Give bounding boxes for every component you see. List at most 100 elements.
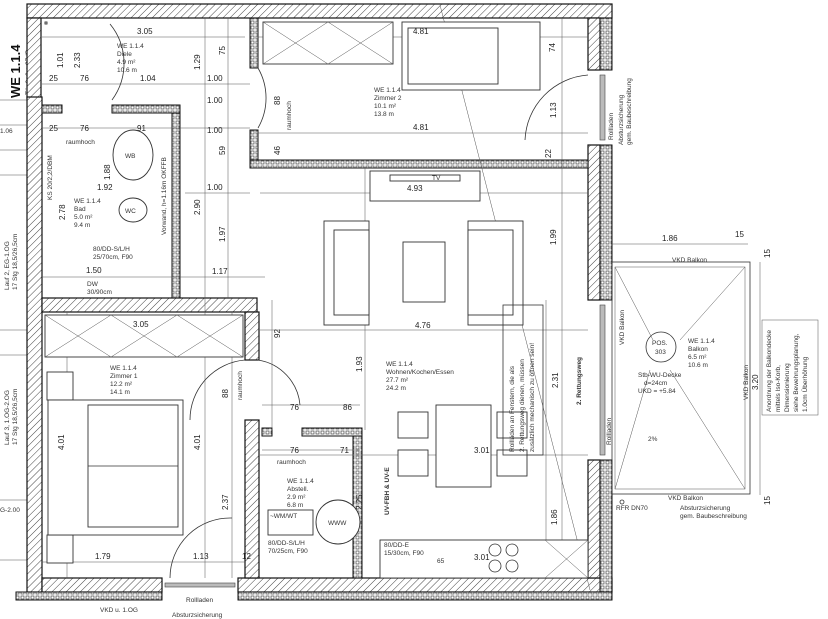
- svg-text:88: 88: [273, 96, 282, 105]
- absturz-label: Absturzsicherung: [618, 94, 625, 145]
- shaft-label: 80/DD-S/L/H: [268, 540, 305, 547]
- stair-lauf2-steps: 17 Stg 18,5/26,5cm: [12, 234, 19, 290]
- svg-text:24.2 m: 24.2 m: [386, 385, 406, 392]
- pos-number: 303: [655, 349, 666, 356]
- slope-label: 2%: [648, 436, 658, 443]
- svg-text:75: 75: [218, 46, 227, 55]
- wardrobe: [262, 21, 394, 65]
- washer-dryer-label: ~WM/WT: [270, 513, 297, 520]
- svg-text:2.31: 2.31: [551, 372, 560, 388]
- svg-text:1.04: 1.04: [140, 74, 156, 83]
- dw-label: 30/90cm: [87, 289, 112, 296]
- svg-text:WE 1.1.4: WE 1.1.4: [386, 361, 413, 368]
- rollladen-warning-box: Rollläden an Fenstern, die als 2. Rettun…: [502, 304, 544, 456]
- svg-text:2.90: 2.90: [193, 199, 202, 215]
- svg-text:WE 1.1.4: WE 1.1.4: [374, 87, 401, 94]
- slab-label: Stb-WU-Decke: [638, 372, 682, 379]
- exterior-walls: [15, 3, 613, 601]
- svg-text:Anordnung der Balkondecke: Anordnung der Balkondecke: [766, 330, 773, 412]
- tv-label: TV: [432, 175, 441, 182]
- svg-text:92: 92: [273, 329, 282, 338]
- svg-text:Rollläden an Fenstern, die als: Rollläden an Fenstern, die als: [509, 365, 516, 452]
- pos-label: POS.: [652, 340, 668, 347]
- svg-text:86: 86: [343, 403, 352, 412]
- svg-text:1.00: 1.00: [207, 126, 223, 135]
- svg-text:2.37: 2.37: [221, 494, 230, 510]
- svg-text:25: 25: [49, 124, 58, 133]
- svg-text:46: 46: [273, 146, 282, 155]
- svg-text:zusätzlich mechanisch zu öffne: zusätzlich mechanisch zu öffnen sein!: [529, 343, 536, 452]
- vkd-balkon-label: VKD Balkon: [619, 310, 626, 345]
- absturz-label: Absturzsicherung: [680, 505, 731, 512]
- rollladen-label: Rollladen: [608, 113, 615, 140]
- svg-text:mittels Iso-Korb,: mittels Iso-Korb,: [775, 365, 782, 412]
- balcony: [611, 261, 819, 505]
- svg-text:1.29: 1.29: [193, 54, 202, 70]
- svg-text:2.33: 2.33: [73, 52, 82, 68]
- rollladen-label: Rollladen: [186, 597, 213, 604]
- dining-table: [435, 404, 492, 488]
- svg-text:2.78: 2.78: [58, 204, 67, 220]
- shaft-label: 70/25cm, F90: [268, 548, 308, 555]
- shaft-label: 80/DD-E: [384, 542, 410, 549]
- svg-text:4.76: 4.76: [415, 321, 431, 330]
- shaft-label: 25/70cm, F90: [93, 254, 133, 261]
- vkd-balkon-label: VKD Balkon: [672, 257, 707, 264]
- svg-text:4.01: 4.01: [193, 434, 202, 450]
- svg-text:Zimmer 2: Zimmer 2: [374, 95, 402, 102]
- svg-text:10.1 m²: 10.1 m²: [374, 103, 397, 110]
- level-label: 1.06: [0, 128, 13, 135]
- svg-text:4.81: 4.81: [413, 27, 429, 36]
- dimension-texts: 3.05 25 76 1.04 1.00 1.00 1.00 1.00 75 1…: [49, 27, 772, 562]
- svg-text:Dimensionierung: Dimensionierung: [784, 363, 791, 412]
- dimension-lines: [42, 4, 761, 591]
- dw-label: DW: [87, 281, 99, 288]
- rfr-label: RFR DN70: [616, 505, 648, 512]
- toilet: [118, 197, 148, 223]
- svg-text:59: 59: [218, 146, 227, 155]
- rettungsweg-label: 2. Rettungsweg: [576, 357, 583, 405]
- svg-text:Abstell.: Abstell.: [287, 486, 309, 493]
- svg-text:88: 88: [221, 389, 230, 398]
- svg-text:1.00: 1.00: [207, 74, 223, 83]
- svg-text:14.1 m: 14.1 m: [110, 389, 130, 396]
- note-raumhoch: raumhoch: [237, 371, 244, 400]
- plan-notes: raumhoch raumhoch raumhoch raumhoch WB W…: [47, 78, 809, 619]
- unit-title: WE 1.1.4: [8, 44, 23, 98]
- note-raumhoch: raumhoch: [286, 101, 293, 130]
- svg-text:15: 15: [763, 496, 772, 505]
- svg-text:91: 91: [137, 124, 146, 133]
- slab-ukd: UKD = +5.84: [638, 388, 676, 395]
- svg-text:27.7 m²: 27.7 m²: [386, 377, 409, 384]
- svg-text:6.8 m: 6.8 m: [287, 502, 303, 509]
- svg-text:Zimmer 1: Zimmer 1: [110, 373, 138, 380]
- door-swing: [109, 23, 125, 101]
- note-raumhoch: raumhoch: [277, 459, 306, 466]
- svg-text:74: 74: [548, 43, 557, 52]
- uv-label: UV-FBH & UV-E: [384, 467, 391, 515]
- svg-text:WE 1.1.4: WE 1.1.4: [117, 43, 144, 50]
- svg-text:10.6 m: 10.6 m: [117, 67, 137, 74]
- svg-text:13.8 m: 13.8 m: [374, 111, 394, 118]
- svg-text:4.81: 4.81: [413, 123, 429, 132]
- svg-text:1.97: 1.97: [218, 226, 227, 242]
- svg-text:WE 1.1.4: WE 1.1.4: [688, 338, 715, 345]
- svg-text:15: 15: [735, 230, 744, 239]
- svg-text:71: 71: [340, 446, 349, 455]
- note-raumhoch: raumhoch: [66, 139, 95, 146]
- svg-text:4.01: 4.01: [57, 434, 66, 450]
- shaft-label: 15/30cm, F90: [384, 550, 424, 557]
- svg-text:1.01: 1.01: [56, 52, 65, 68]
- svg-text:5.0 m²: 5.0 m²: [74, 214, 93, 221]
- svg-text:76: 76: [80, 124, 89, 133]
- svg-text:1.13: 1.13: [549, 102, 558, 118]
- svg-text:3.01: 3.01: [474, 553, 490, 562]
- absturz-label: gem. Baubeschreibung: [680, 513, 747, 520]
- svg-text:1.0cm Überhöhung: 1.0cm Überhöhung: [801, 356, 809, 412]
- shaft-label: 80/DD-S/L/H: [93, 246, 130, 253]
